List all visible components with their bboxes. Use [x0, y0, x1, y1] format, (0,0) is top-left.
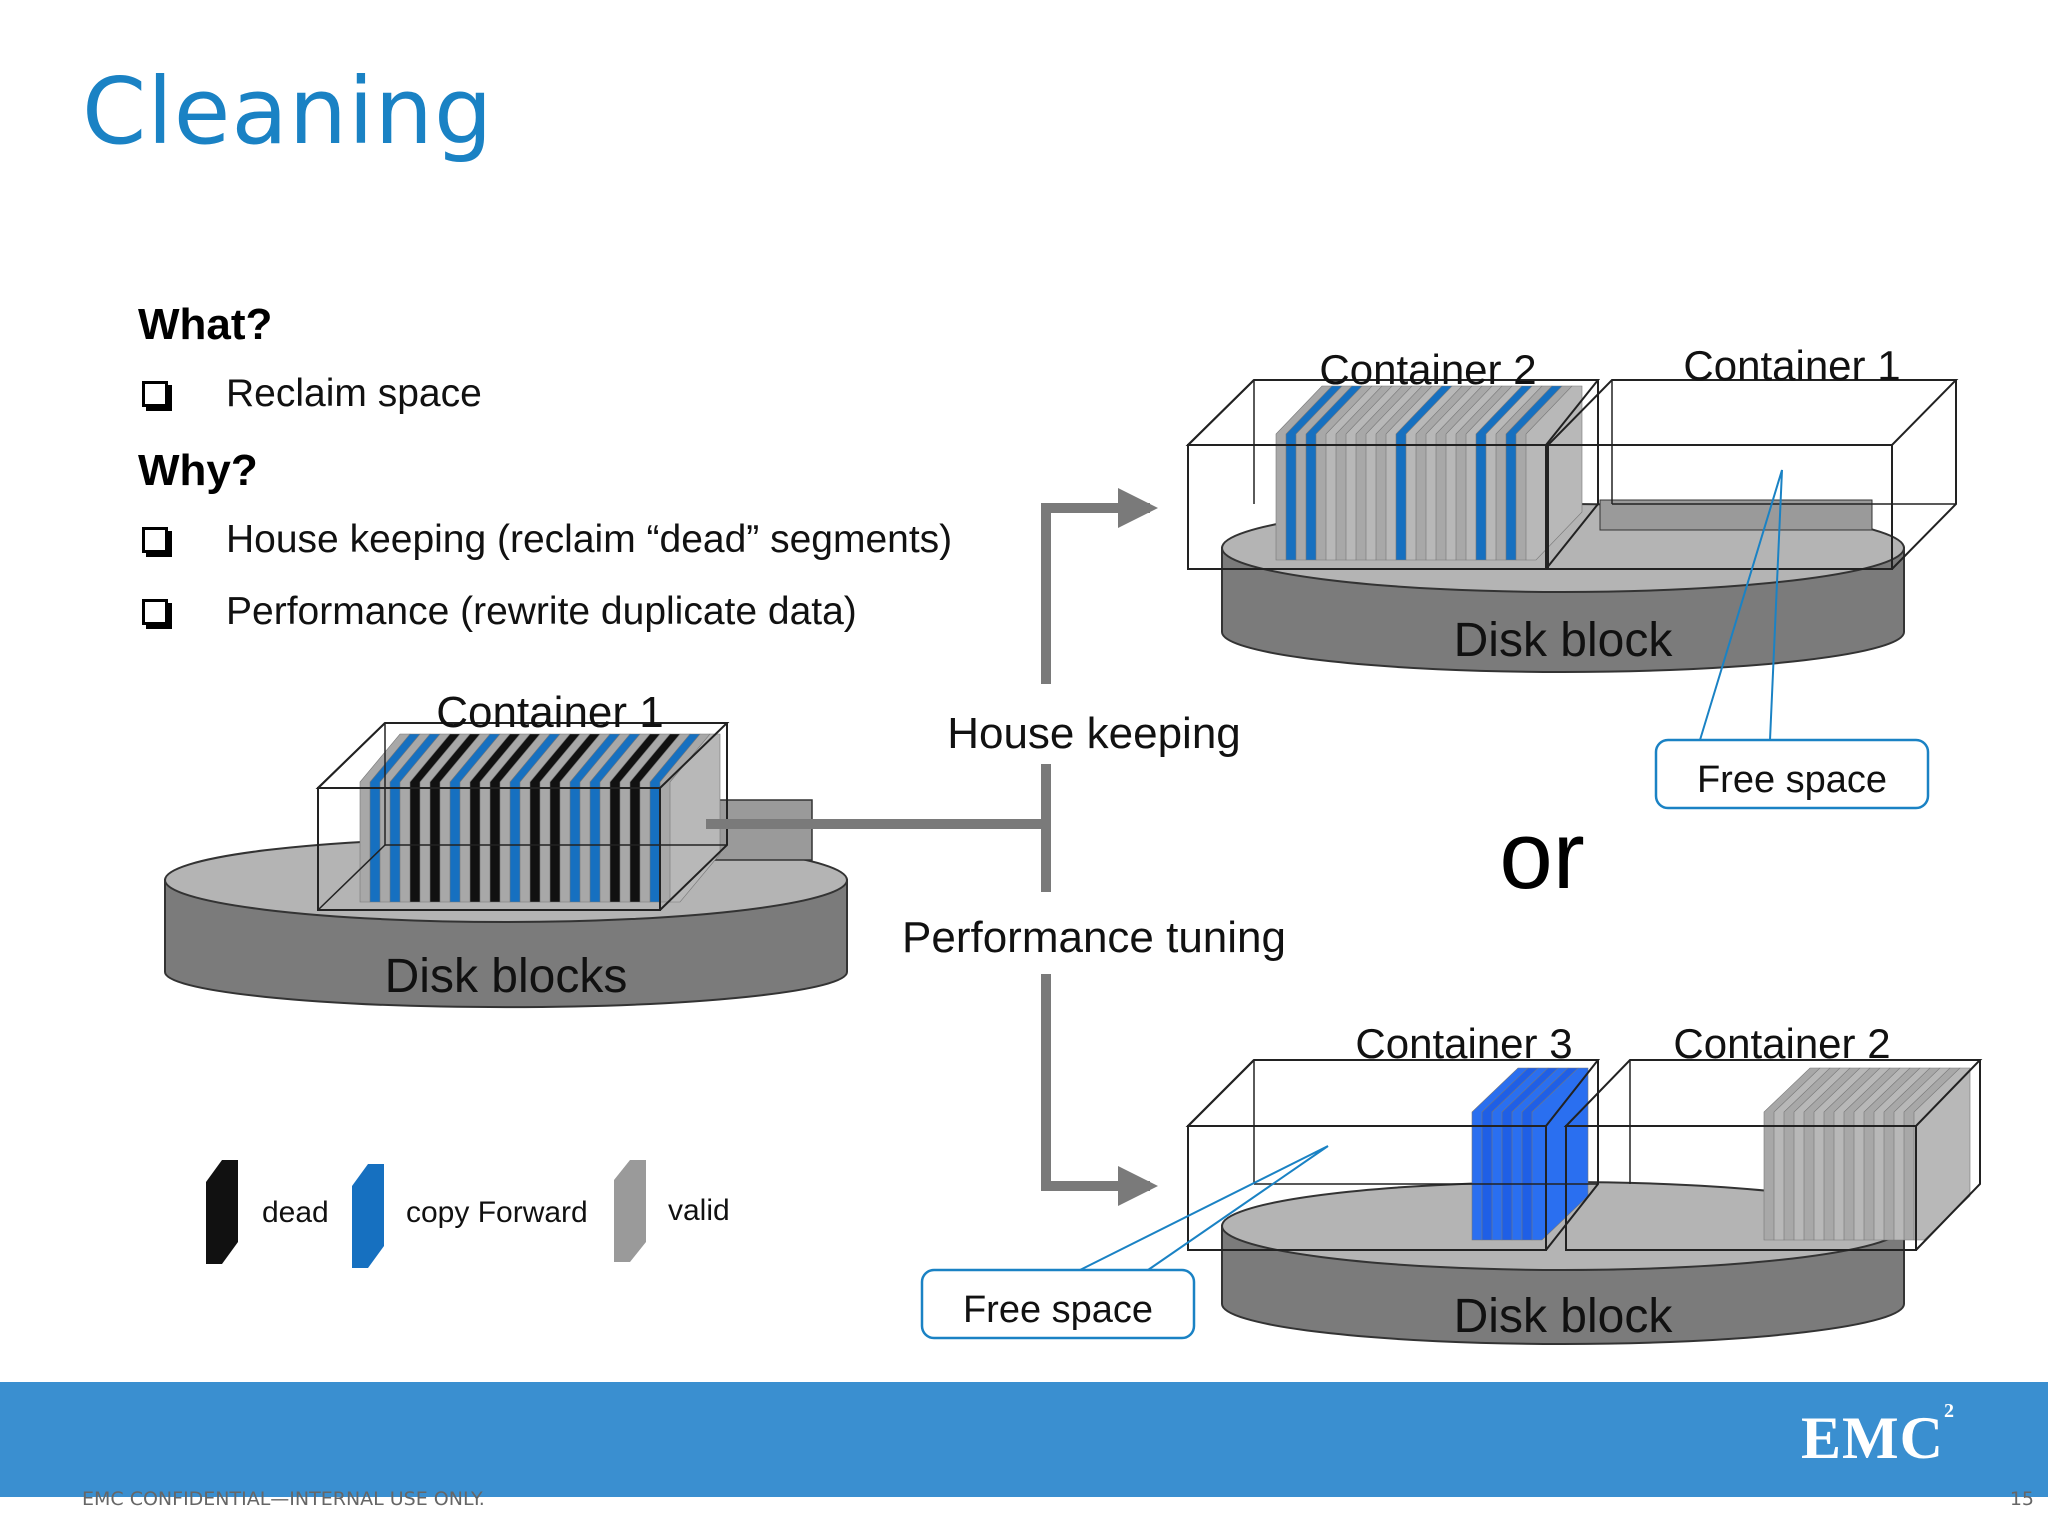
what-heading: What?: [138, 300, 273, 349]
house-keeping-label: House keeping: [947, 709, 1241, 758]
branch-connector: [706, 488, 1158, 1206]
bottom-free-space-label: Free space: [963, 1289, 1153, 1331]
page-number: 15: [2009, 1488, 2034, 1510]
source-container-label: Container 1: [436, 688, 663, 737]
segment-stripe: [669, 733, 721, 903]
what-item: Reclaim space: [138, 372, 1038, 416]
segment-stripe: [1525, 385, 1583, 561]
top-container-left: Container 2: [1185, 346, 1601, 570]
why-item: House keeping (reclaim “dead” segments): [138, 518, 1038, 562]
top-left-stripe-group: [1275, 385, 1583, 561]
or-label: or: [1499, 802, 1584, 909]
legend-dead-swatch: [206, 1160, 238, 1264]
bottom-free-space-callout: Free space: [920, 1145, 1329, 1340]
bottom-container-left-label: Container 3: [1355, 1020, 1572, 1067]
top-free-space-callout: Free space: [1654, 469, 1930, 810]
cleaning-diagram: Disk blocks Container 1 House keeping Pe…: [164, 342, 1983, 1345]
top-disk-label: Disk block: [1454, 614, 1674, 667]
top-container-right: Container 1: [1545, 342, 1959, 570]
legend-copy-forward-label: copy Forward: [406, 1196, 588, 1229]
bottom-container-right-label: Container 2: [1673, 1020, 1890, 1067]
source-container: Container 1: [315, 688, 730, 911]
bottom-result-disk: Disk block: [1221, 1181, 1905, 1345]
segment-stripe: [1913, 1067, 1971, 1241]
why-item-text: Performance (rewrite duplicate data): [226, 590, 857, 633]
performance-tuning-label: Performance tuning: [902, 913, 1286, 962]
confidential-notice: EMC CONFIDENTIAL—INTERNAL USE ONLY.: [82, 1488, 485, 1510]
slide-title: Cleaning: [82, 58, 494, 165]
footer-bar: EMC2: [0, 1382, 2048, 1497]
checkbox-bullet-icon: [142, 381, 168, 407]
bottom-container-right: Container 2: [1563, 1020, 1983, 1251]
what-item-text: Reclaim space: [226, 372, 482, 415]
top-container-left-label: Container 2: [1319, 346, 1536, 393]
emc-logo: EMC2: [1801, 1400, 1955, 1471]
bottom-container-left: Container 3: [1185, 1020, 1601, 1251]
bottom-left-stripe-group: [1471, 1067, 1589, 1241]
top-free-space-label: Free space: [1697, 759, 1887, 801]
source-stripe-group: [359, 733, 721, 903]
bottom-disk-label: Disk block: [1454, 1290, 1674, 1343]
why-heading: Why?: [138, 446, 258, 495]
top-container-right-label: Container 1: [1683, 342, 1900, 389]
bullet-list: What? Reclaim space Why? House keeping (…: [138, 300, 1038, 656]
why-item-text: House keeping (reclaim “dead” segments): [226, 518, 953, 561]
checkbox-bullet-icon: [142, 527, 168, 553]
legend-valid-swatch: [614, 1160, 646, 1262]
source-disk-label: Disk blocks: [385, 950, 628, 1003]
why-item: Performance (rewrite duplicate data): [138, 590, 1038, 634]
legend: dead copy Forward valid: [206, 1160, 730, 1268]
bottom-right-stripe-group: [1763, 1067, 1971, 1241]
legend-valid-label: valid: [668, 1194, 730, 1227]
legend-dead-label: dead: [262, 1196, 329, 1229]
legend-copy-forward-swatch: [352, 1164, 384, 1268]
checkbox-bullet-icon: [142, 599, 168, 625]
